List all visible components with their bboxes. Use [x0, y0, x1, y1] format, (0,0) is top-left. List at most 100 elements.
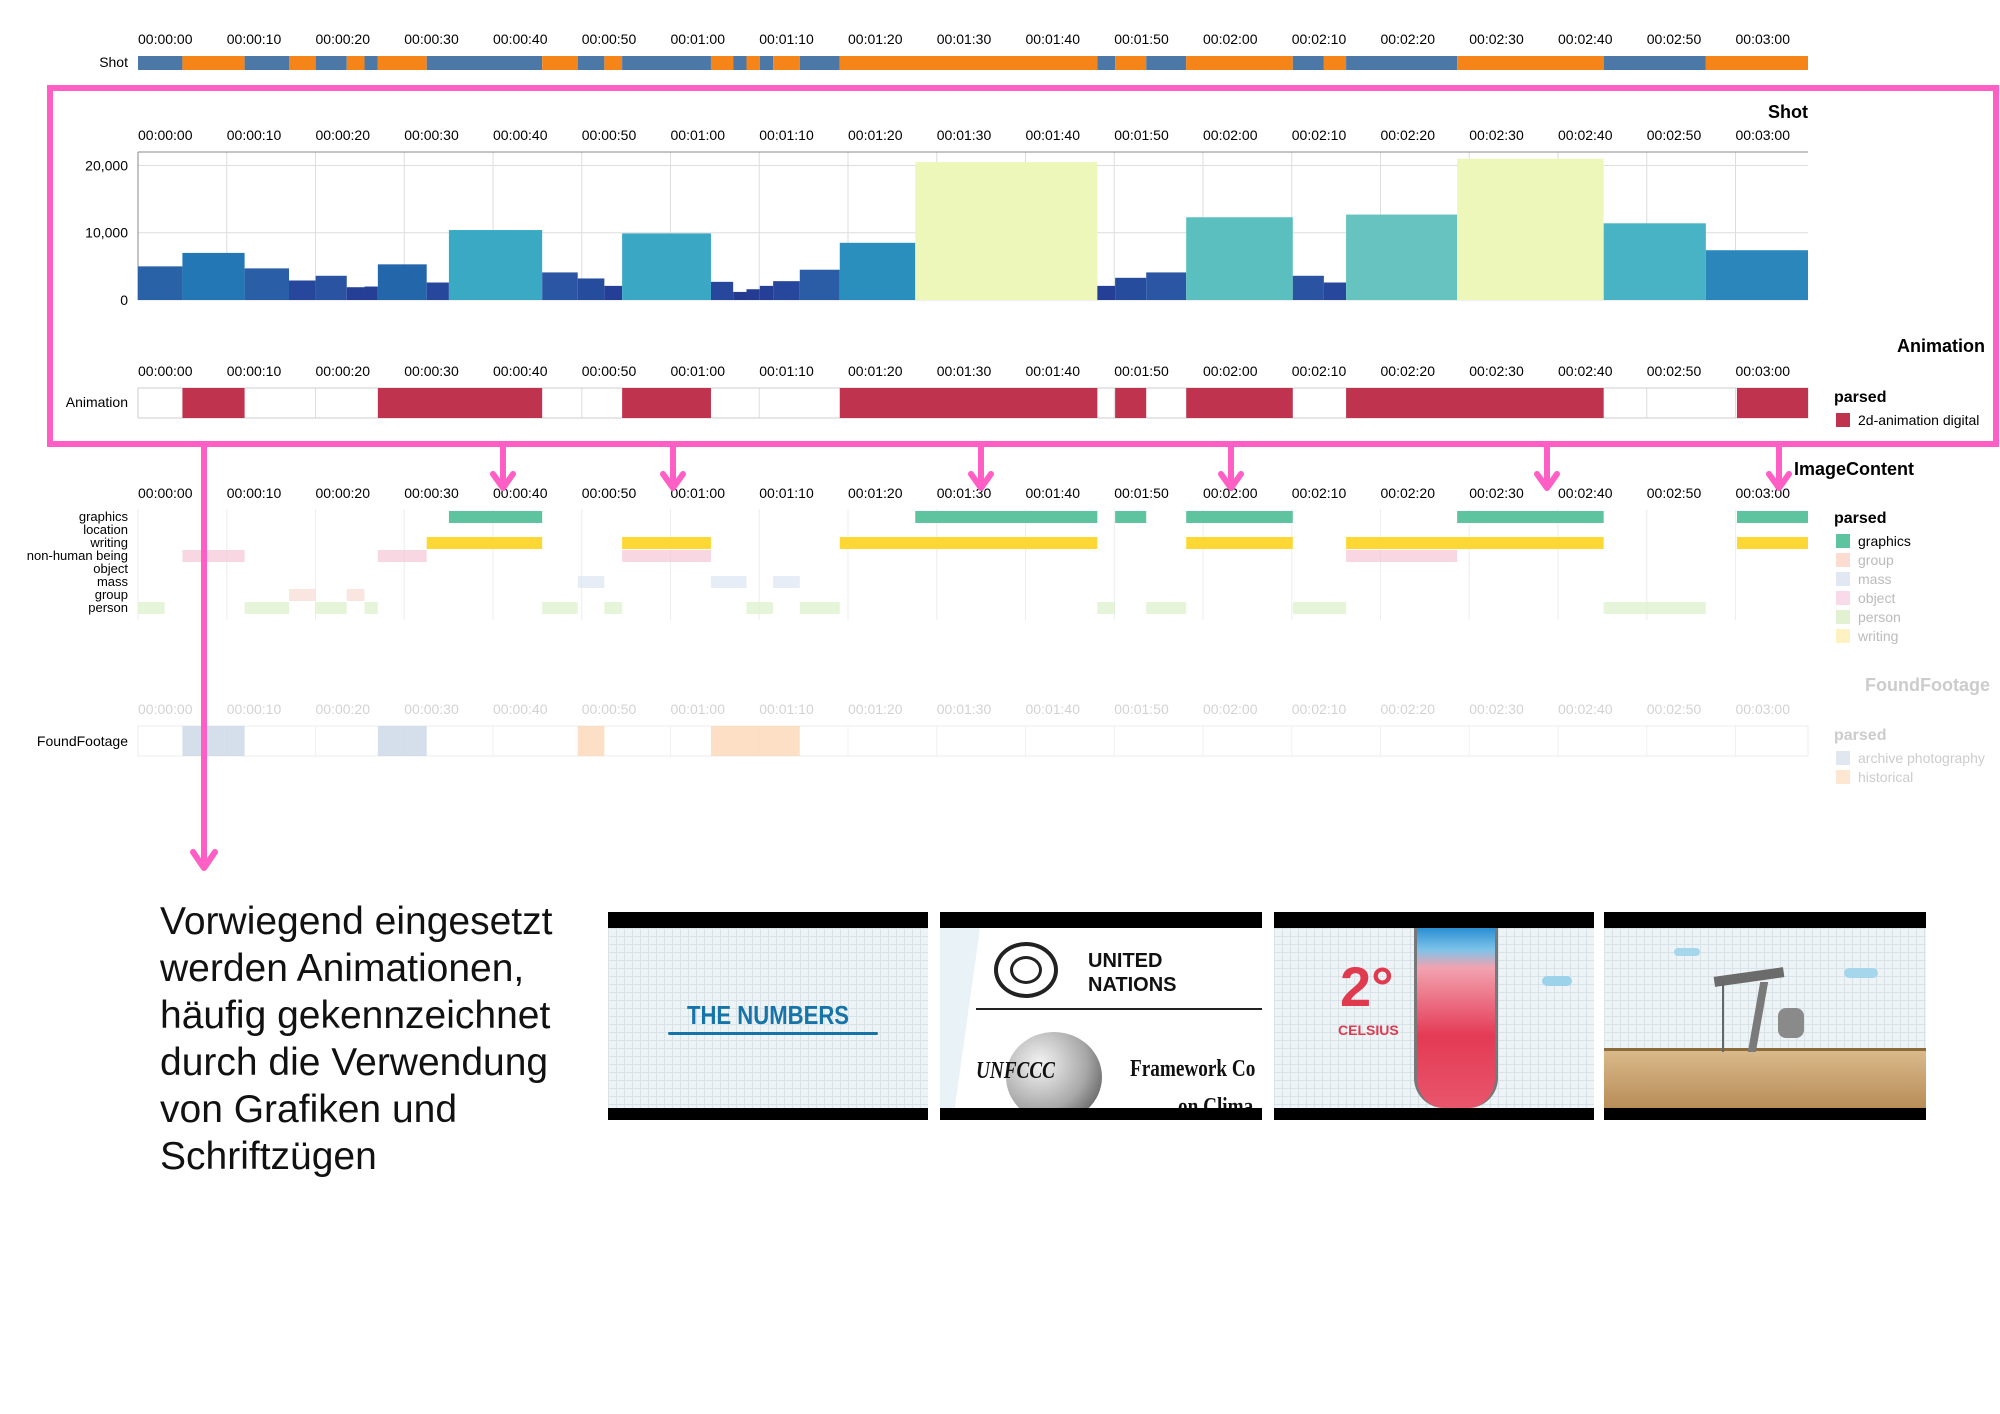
- time-tick-label: 00:00:20: [316, 127, 371, 143]
- time-tick-label: 00:00:40: [493, 31, 548, 47]
- row-label: graphics: [79, 509, 129, 524]
- bar: [542, 272, 578, 300]
- shot-segment: [1292, 56, 1324, 70]
- time-tick-label: 00:00:30: [404, 127, 459, 143]
- time-tick-label: 00:00:20: [316, 363, 371, 379]
- bar: [710, 281, 734, 300]
- time-tick-label: 00:02:40: [1558, 127, 1613, 143]
- row-label: group: [95, 587, 128, 602]
- bar: [622, 233, 711, 300]
- chart-title: FoundFootage: [1865, 675, 1990, 695]
- time-tick-label: 00:00:10: [227, 701, 282, 717]
- time-tick-label: 00:02:20: [1381, 363, 1436, 379]
- dimmed-segment: [542, 602, 578, 614]
- time-tick-label: 00:02:10: [1292, 701, 1347, 717]
- time-tick-label: 00:00:10: [227, 31, 282, 47]
- time-tick-label: 00:01:10: [759, 363, 814, 379]
- shot-segment: [746, 56, 760, 70]
- y-tick-label: 20,000: [85, 157, 128, 173]
- dimmed-segment: [577, 576, 605, 588]
- time-tick-label: 00:00:20: [316, 701, 371, 717]
- shot-segment: [799, 56, 840, 70]
- row-label: Shot: [99, 54, 128, 70]
- annotation-arrow-head: [1766, 471, 1792, 491]
- bar: [839, 242, 916, 300]
- bar: [799, 269, 840, 300]
- time-tick-label: 00:02:50: [1647, 127, 1702, 143]
- time-tick-label: 00:01:10: [759, 31, 814, 47]
- time-tick-label: 00:01:50: [1114, 127, 1169, 143]
- un-title-line2: NATIONS: [1088, 974, 1177, 996]
- time-tick-label: 00:01:10: [759, 485, 814, 501]
- bar: [1186, 217, 1293, 300]
- graphics-segment: [915, 511, 1098, 523]
- dimmed-segment: [1292, 602, 1347, 614]
- time-tick-label: 00:00:50: [582, 363, 637, 379]
- foundfootage-segment: [182, 726, 245, 756]
- time-tick-label: 00:02:50: [1647, 485, 1702, 501]
- chart-title: ImageContent: [1794, 459, 1914, 479]
- time-tick-label: 00:01:00: [671, 31, 726, 47]
- foundfootage-segment: [377, 726, 427, 756]
- bar: [1146, 272, 1187, 300]
- annotation-arrow-head: [1534, 471, 1560, 491]
- climate-label: on Clima: [1178, 1094, 1254, 1108]
- row-label: object: [93, 561, 128, 576]
- legend-label: group: [1858, 552, 1894, 568]
- time-tick-label: 00:01:30: [937, 485, 992, 501]
- bar: [1346, 214, 1458, 300]
- shot-segment: [426, 56, 543, 70]
- dimmed-segment: [746, 602, 774, 614]
- legend-swatch: [1836, 413, 1850, 427]
- temperature-big: 2°: [1340, 955, 1394, 1018]
- animation-segment: [1115, 388, 1147, 418]
- animation-segment: [377, 388, 543, 418]
- time-tick-label: 00:00:40: [493, 363, 548, 379]
- legend-title: parsed: [1834, 389, 1886, 406]
- dimmed-segment: [315, 602, 347, 614]
- shot-segment: [1603, 56, 1706, 70]
- dimmed-segment: [1146, 602, 1187, 614]
- time-tick-label: 00:00:40: [493, 127, 548, 143]
- writing-segment: [622, 537, 711, 549]
- legend-label: graphics: [1858, 533, 1911, 549]
- dimmed-segment: [604, 602, 623, 614]
- bar: [1097, 285, 1116, 300]
- un-title-line1: UNITED: [1088, 950, 1163, 972]
- time-tick-label: 00:02:00: [1203, 363, 1258, 379]
- time-tick-label: 00:00:00: [138, 363, 193, 379]
- time-tick-label: 00:02:50: [1647, 363, 1702, 379]
- time-tick-label: 00:02:10: [1292, 363, 1347, 379]
- time-tick-label: 00:00:10: [227, 485, 282, 501]
- time-tick-label: 00:01:40: [1026, 31, 1081, 47]
- bar: [448, 230, 543, 300]
- legend-swatch: [1836, 553, 1850, 567]
- thermometer-icon: [1414, 928, 1498, 1108]
- time-tick-label: 00:02:40: [1558, 701, 1613, 717]
- shot-segment: [289, 56, 316, 70]
- time-tick-label: 00:01:20: [848, 701, 903, 717]
- bar: [1603, 223, 1706, 300]
- time-tick-label: 00:01:50: [1114, 485, 1169, 501]
- time-tick-label: 00:02:20: [1381, 127, 1436, 143]
- time-tick-label: 00:01:40: [1026, 127, 1081, 143]
- time-tick-label: 00:01:30: [937, 701, 992, 717]
- graphics-segment: [1457, 511, 1604, 523]
- time-tick-label: 00:00:50: [582, 127, 637, 143]
- time-tick-label: 00:00:30: [404, 701, 459, 717]
- animation-segment: [1346, 388, 1604, 418]
- writing-segment: [1736, 537, 1808, 549]
- legend-swatch: [1836, 629, 1850, 643]
- shot-segment: [182, 56, 245, 70]
- time-tick-label: 00:01:40: [1026, 485, 1081, 501]
- legend-label: writing: [1857, 628, 1898, 644]
- bar: [377, 264, 427, 300]
- dimmed-segment: [1603, 602, 1706, 614]
- time-tick-label: 00:00:20: [316, 485, 371, 501]
- dimmed-segment: [773, 576, 800, 588]
- dimmed-segment: [710, 576, 747, 588]
- chart-title: Shot: [1768, 102, 1808, 122]
- ground-terrain: [1604, 1048, 1926, 1108]
- time-tick-label: 00:01:00: [671, 701, 726, 717]
- highlight-box: [47, 85, 1999, 447]
